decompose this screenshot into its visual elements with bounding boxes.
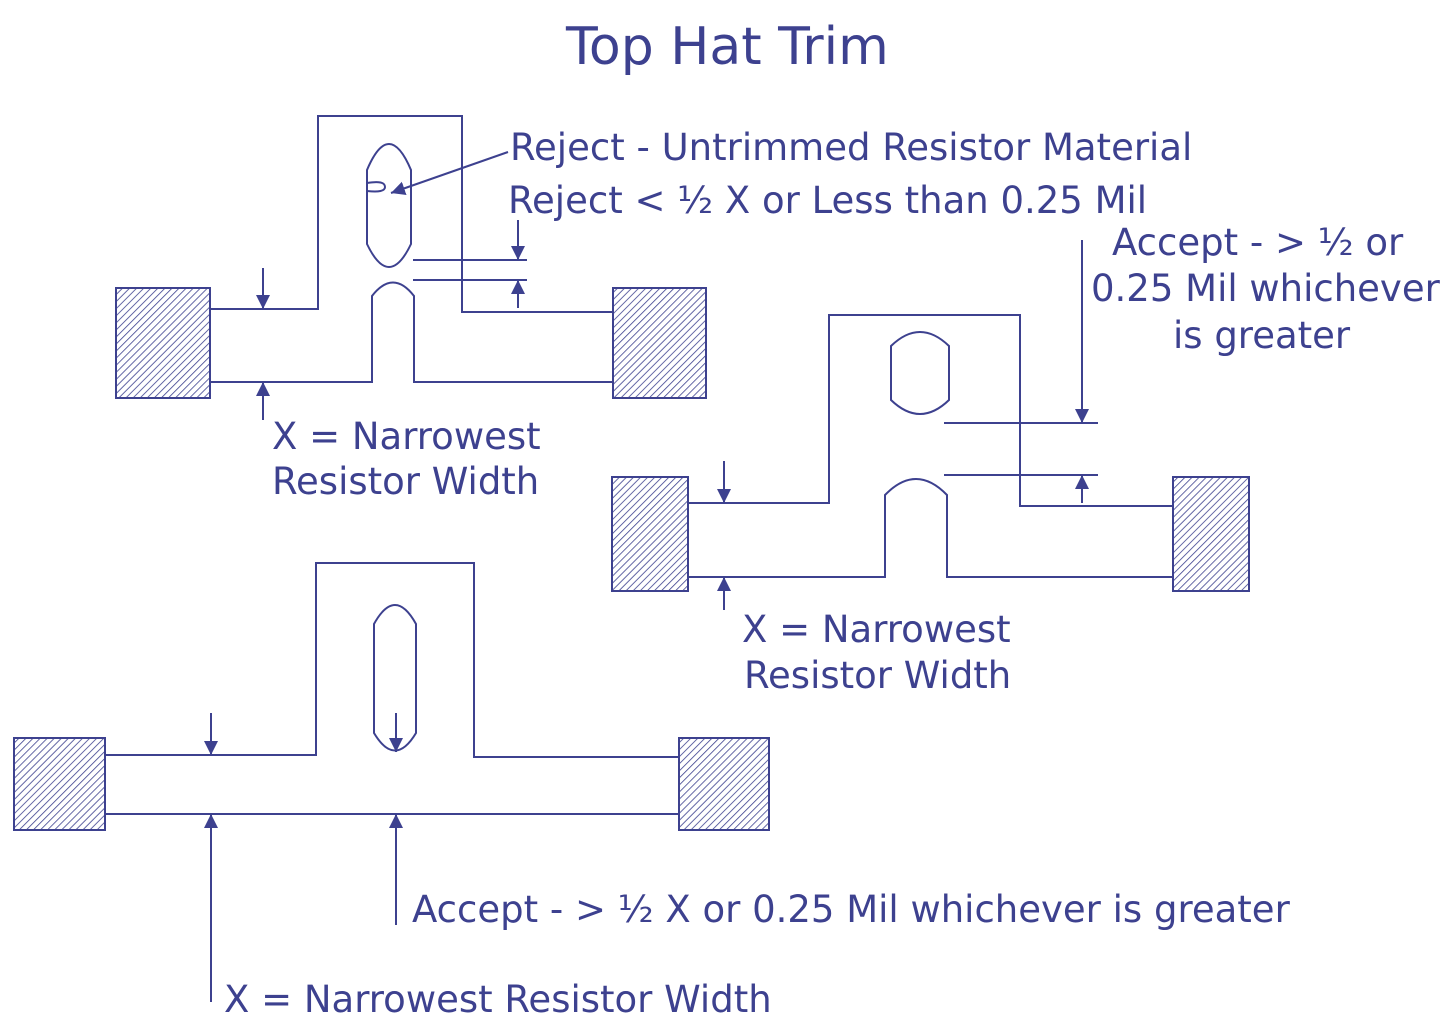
top-left-bottom-cut	[210, 281, 613, 383]
top-left-x-label-line1: X = Narrowest	[272, 415, 541, 458]
top-left-pad-left	[115, 287, 211, 399]
top-left-resistor	[115, 115, 707, 420]
top-left-pad-right	[612, 287, 707, 399]
right-accept-label-line2: 0.25 Mil whichever	[1091, 267, 1440, 310]
bottom-pad-left	[13, 737, 106, 831]
top-left-slot	[366, 143, 412, 268]
bottom-resistor	[13, 562, 770, 1002]
right-pad-right	[1172, 476, 1250, 592]
bottom-hat-outline	[105, 562, 679, 758]
top-left-x-label-line2: Resistor Width	[272, 460, 540, 503]
bottom-x-label: X = Narrowest Resistor Width	[224, 978, 772, 1021]
right-accept-label-line1: Accept - > ½ or	[1112, 221, 1404, 264]
bottom-pad-right	[678, 737, 770, 831]
right-slot	[890, 331, 950, 415]
bottom-accept-label: Accept - > ½ X or 0.25 Mil whichever is …	[412, 888, 1290, 931]
right-hat-outline	[688, 314, 1173, 507]
reject-untrimmed-label: Reject - Untrimmed Resistor Material	[510, 126, 1193, 169]
right-x-label-line2: Resistor Width	[744, 654, 1012, 697]
top-left-hat-outline	[210, 115, 613, 313]
right-accept-label-line3: is greater	[1173, 314, 1351, 357]
reject-untrimmed-leader	[390, 151, 509, 195]
right-bottom-cut	[688, 478, 1173, 578]
right-resistor	[611, 240, 1250, 610]
right-x-label-line1: X = Narrowest	[742, 608, 1011, 651]
right-pad-left	[611, 476, 689, 592]
diagram-title: Top Hat Trim	[566, 17, 889, 77]
top-left-untrimmed-material	[366, 181, 387, 193]
reject-half-label: Reject < ½ X or Less than 0.25 Mil	[508, 179, 1148, 222]
bottom-slot	[373, 604, 417, 752]
